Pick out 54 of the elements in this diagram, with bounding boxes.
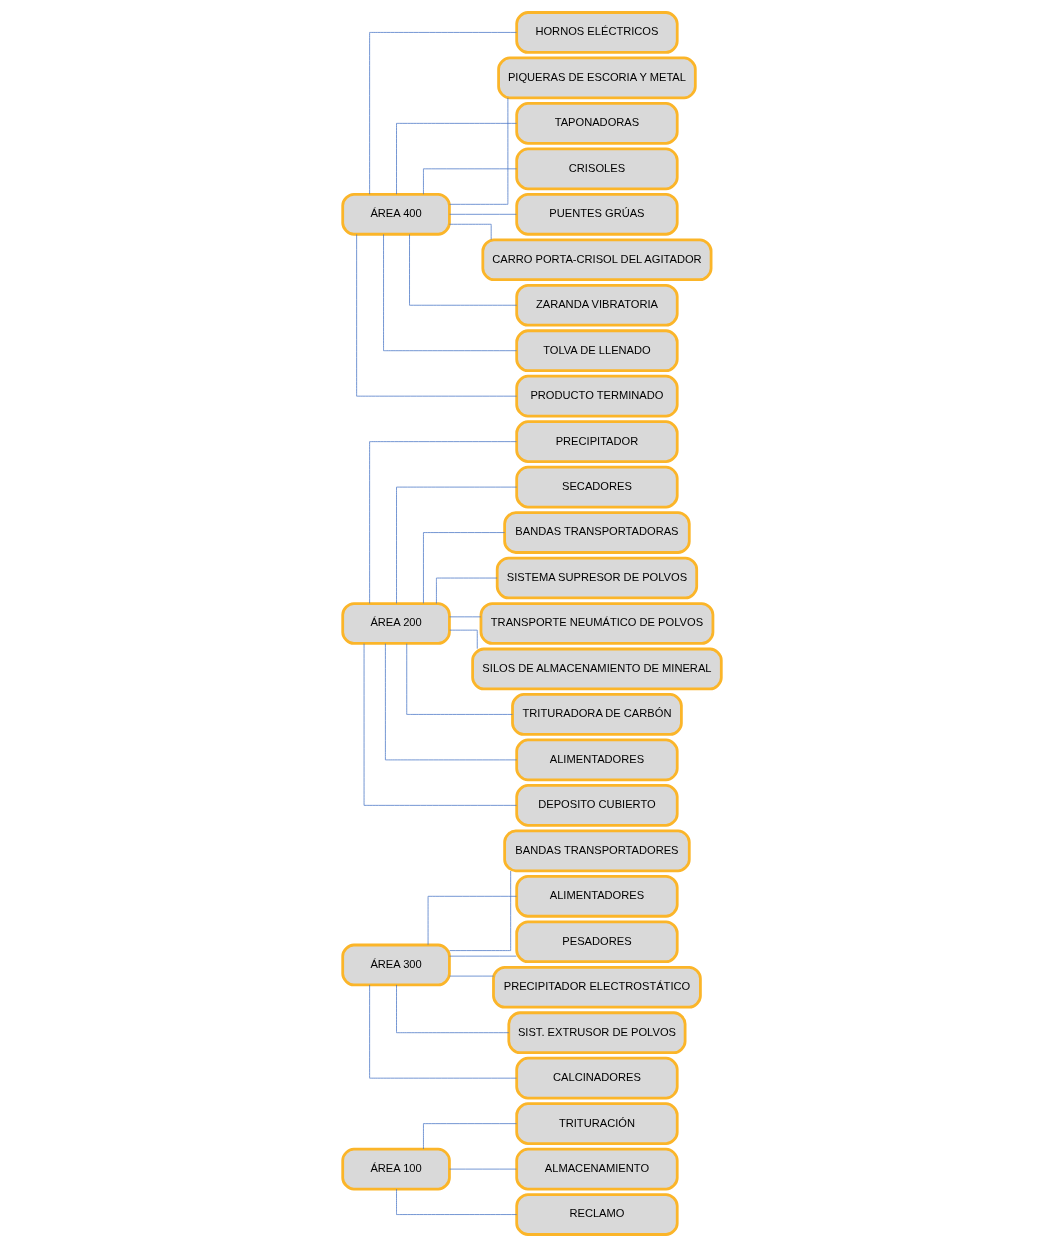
connector bbox=[448, 629, 478, 649]
node-box: TOLVA DE LLENADO bbox=[514, 329, 679, 373]
node-box: TRITURACIÓN bbox=[514, 1102, 679, 1145]
connector bbox=[427, 895, 517, 946]
node-box: RECLAMO bbox=[514, 1193, 679, 1236]
node-box: ÁREA 100 bbox=[340, 1147, 451, 1191]
node-box: PRECIPITADOR bbox=[514, 420, 679, 463]
connector bbox=[382, 234, 517, 352]
node-box: BANDAS TRANSPORTADORAS bbox=[502, 511, 691, 554]
connector bbox=[368, 441, 517, 604]
node-box: CARRO PORTA-CRISOL DEL AGITADOR bbox=[480, 238, 712, 282]
node-box: ÁREA 300 bbox=[340, 943, 451, 987]
connector bbox=[435, 577, 497, 604]
node-box: ALIMENTADORES bbox=[514, 738, 679, 782]
node-box: ZARANDA VIBRATORIA bbox=[514, 283, 679, 327]
connector bbox=[448, 223, 492, 240]
connector bbox=[384, 643, 517, 761]
node-box: PRECIPITADOR ELECTROSTÁTICO bbox=[491, 965, 702, 1009]
node-box: ALIMENTADORES bbox=[514, 874, 679, 918]
node-box: ÁREA 400 bbox=[340, 192, 451, 236]
node-box: PESADORES bbox=[514, 920, 679, 964]
connector bbox=[368, 32, 517, 195]
node-box: PUENTES GRÚAS bbox=[514, 192, 679, 236]
connector bbox=[395, 1188, 517, 1215]
node-box: SECADORES bbox=[514, 465, 679, 509]
connector bbox=[405, 643, 513, 715]
node-box: DEPOSITO CUBIERTO bbox=[514, 784, 679, 827]
node-box: TRANSPORTE NEUMÁTICO DE POLVOS bbox=[479, 602, 714, 645]
node-box: CALCINADORES bbox=[514, 1056, 679, 1100]
connector bbox=[368, 984, 517, 1079]
connector bbox=[422, 168, 517, 195]
node-box: ÁREA 200 bbox=[340, 602, 451, 645]
connector bbox=[395, 123, 517, 195]
connector bbox=[408, 234, 517, 306]
node-box: HORNOS ELÉCTRICOS bbox=[514, 11, 679, 54]
node-box: TRITURADORA DE CARBÓN bbox=[510, 693, 683, 736]
connector bbox=[395, 984, 509, 1034]
connector bbox=[448, 870, 511, 951]
connector bbox=[448, 213, 517, 215]
node-box: TAPONADORAS bbox=[514, 102, 679, 145]
node-box: PRODUCTO TERMINADO bbox=[514, 374, 679, 418]
node-box: SISTEMA SUPRESOR DE POLVOS bbox=[495, 556, 698, 600]
connector bbox=[363, 643, 517, 806]
connector bbox=[422, 532, 505, 604]
connector bbox=[422, 1123, 517, 1150]
node-box: SILOS DE ALMACENAMIENTO DE MINERAL bbox=[470, 647, 723, 691]
connector bbox=[355, 234, 517, 397]
node-box: SIST. EXTRUSOR DE POLVOS bbox=[506, 1011, 686, 1055]
node-box: BANDAS TRANSPORTADORES bbox=[502, 829, 691, 873]
node-box: PIQUERAS DE ESCORIA Y METAL bbox=[496, 56, 697, 100]
connector bbox=[448, 97, 508, 205]
node-box: ALMACENAMIENTO bbox=[514, 1147, 679, 1191]
node-box: CRISOLES bbox=[514, 147, 679, 191]
connector bbox=[395, 486, 517, 604]
